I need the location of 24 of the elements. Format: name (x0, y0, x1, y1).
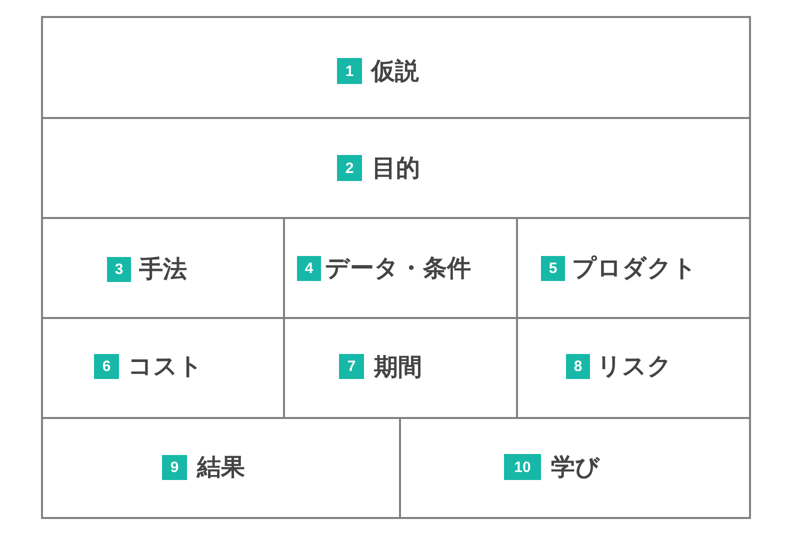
cell-label: 期間 (374, 353, 422, 381)
grid-cell (41, 417, 401, 519)
cell-label: 結果 (197, 453, 245, 481)
cell-label: 目的 (372, 154, 420, 182)
number-badge: 9 (162, 455, 187, 480)
number-badge: 2 (337, 155, 362, 181)
number-badge: 7 (339, 354, 364, 379)
grid-cell (41, 117, 751, 219)
number-badge: 8 (566, 354, 590, 379)
number-badge: 6 (94, 354, 119, 379)
cell-label: 手法 (139, 255, 187, 283)
cell-label: プロダクト (572, 254, 697, 282)
number-badge: 4 (297, 256, 321, 281)
cell-label: リスク (597, 352, 672, 380)
number-badge: 5 (541, 256, 565, 281)
grid-cell (41, 16, 751, 119)
cell-label: 仮説 (371, 57, 419, 85)
grid-cell (399, 417, 751, 519)
number-badge: 1 (337, 58, 362, 84)
cell-label: 学び (551, 453, 600, 481)
cell-label: コスト (128, 352, 203, 380)
cell-label: データ・条件 (325, 254, 471, 282)
number-badge: 3 (107, 257, 131, 282)
number-badge: 10 (504, 454, 541, 480)
